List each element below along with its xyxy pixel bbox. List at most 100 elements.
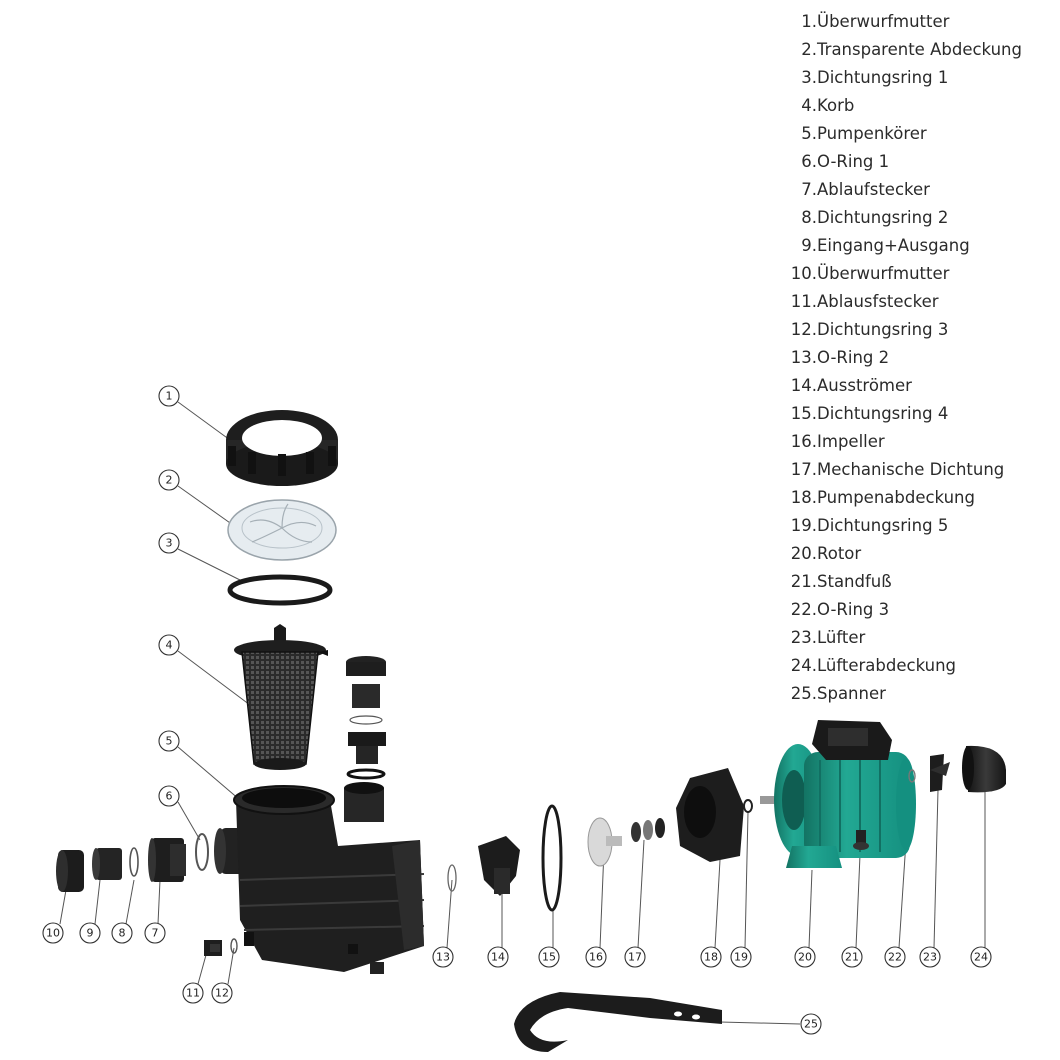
legend-item: 7.Ablaufstecker — [801, 180, 930, 199]
svg-text:10: 10 — [46, 927, 60, 940]
parts-legend: 1.Überwurfmutter 2.Transparente Abdeckun… — [790, 8, 1022, 708]
callout-16: 16 — [585, 946, 607, 968]
o-ring-3-part — [908, 769, 916, 783]
legend-item: 24.Lüfterabdeckung — [790, 656, 957, 675]
legend-item: 9.Eingang+Ausgang — [801, 236, 970, 255]
svg-text:23: 23 — [923, 951, 937, 964]
svg-text:8: 8 — [119, 927, 126, 940]
sealing-ring-4-part — [541, 804, 563, 912]
sealing-ring-5-part — [743, 799, 753, 813]
legend-item: 17.Mechanische Dichtung — [790, 460, 1005, 479]
legend-item: 16.Impeller — [790, 432, 885, 451]
svg-text:17: 17 — [628, 951, 642, 964]
callout-7: 7 — [144, 922, 166, 944]
svg-text:21: 21 — [845, 951, 859, 964]
svg-text:12: 12 — [215, 987, 229, 1000]
legend-item: 25.Spanner — [790, 684, 886, 703]
outlet-fittings-part — [346, 656, 386, 780]
legend-item: 19.Dichtungsring 5 — [790, 516, 949, 535]
drain-plug-2-part — [204, 940, 222, 956]
svg-text:18: 18 — [704, 951, 718, 964]
callout-8: 8 — [111, 922, 133, 944]
basket-part — [234, 624, 328, 770]
svg-text:4: 4 — [166, 639, 173, 652]
drain-plug-part — [148, 838, 186, 882]
leader-lines — [59, 401, 986, 1025]
callout-6: 6 — [158, 785, 180, 807]
callout-21: 21 — [841, 946, 863, 968]
callout-25: 25 — [800, 1013, 822, 1035]
mechanical-seal-part — [631, 818, 665, 842]
impeller-part — [587, 817, 622, 867]
legend-item: 14.Ausströmer — [790, 376, 912, 395]
union-nut-2-part — [56, 850, 84, 892]
svg-text:6: 6 — [166, 790, 173, 803]
svg-text:5: 5 — [166, 735, 173, 748]
inlet-outlet-part — [92, 848, 122, 880]
callout-13: 13 — [432, 946, 454, 968]
callout-3: 3 — [158, 532, 180, 554]
legend-item: 15.Dichtungsring 4 — [790, 404, 949, 423]
callout-5: 5 — [158, 730, 180, 752]
fan-cover-part — [962, 745, 1006, 793]
legend-item: 18.Pumpenabdeckung — [790, 488, 975, 507]
svg-text:13: 13 — [436, 951, 450, 964]
union-nut-part — [226, 410, 338, 486]
legend-item: 3.Dichtungsring 1 — [801, 68, 949, 87]
callout-15: 15 — [538, 946, 560, 968]
stand-foot-part — [853, 830, 869, 850]
sealing-ring-3-part — [230, 938, 238, 954]
legend-item: 10.Überwurfmutter — [790, 264, 950, 283]
transparent-cover-part — [227, 499, 337, 561]
legend-item: 20.Rotor — [790, 544, 862, 563]
sealing-ring-2-part — [129, 847, 139, 877]
o-ring-2-part — [447, 864, 457, 892]
svg-text:7: 7 — [152, 927, 159, 940]
legend-item: 13.O-Ring 2 — [790, 348, 890, 367]
svg-text:19: 19 — [734, 951, 748, 964]
callout-12: 12 — [211, 982, 233, 1004]
callout-9: 9 — [79, 922, 101, 944]
svg-text:16: 16 — [589, 951, 603, 964]
sealing-ring-part — [227, 574, 333, 606]
legend-item: 22.O-Ring 3 — [790, 600, 890, 619]
legend-item: 2.Transparente Abdeckung — [801, 40, 1022, 59]
legend-item: 4.Korb — [801, 96, 855, 115]
svg-text:1: 1 — [166, 390, 173, 403]
svg-text:20: 20 — [798, 951, 812, 964]
svg-text:2: 2 — [166, 474, 173, 487]
svg-text:15: 15 — [542, 951, 556, 964]
callout-20: 20 — [794, 946, 816, 968]
legend-item: 12.Dichtungsring 3 — [790, 320, 949, 339]
svg-text:25: 25 — [804, 1018, 818, 1031]
legend-item: 1.Überwurfmutter — [801, 12, 950, 31]
svg-text:14: 14 — [491, 951, 505, 964]
callout-18: 18 — [700, 946, 722, 968]
callout-23: 23 — [919, 946, 941, 968]
legend-item: 8.Dichtungsring 2 — [801, 208, 949, 227]
callout-24: 24 — [970, 946, 992, 968]
callout-17: 17 — [624, 946, 646, 968]
svg-text:11: 11 — [186, 987, 200, 1000]
callout-11: 11 — [182, 982, 204, 1004]
fan-part — [930, 754, 950, 792]
svg-text:3: 3 — [166, 537, 173, 550]
spanner-part — [514, 992, 722, 1052]
diffuser-part — [478, 836, 520, 896]
svg-text:22: 22 — [888, 951, 902, 964]
callout-4: 4 — [158, 634, 180, 656]
legend-item: 6.O-Ring 1 — [801, 152, 890, 171]
callout-14: 14 — [487, 946, 509, 968]
pump-body-part — [214, 782, 425, 974]
svg-text:24: 24 — [974, 951, 988, 964]
legend-item: 5.Pumpenkörer — [801, 124, 927, 143]
callout-10: 10 — [42, 922, 64, 944]
pump-cover-part — [676, 768, 744, 862]
callout-22: 22 — [884, 946, 906, 968]
callout-19: 19 — [730, 946, 752, 968]
legend-item: 11.Ablausfstecker — [790, 292, 939, 311]
callout-1: 1 — [158, 385, 180, 407]
o-ring-part — [195, 833, 209, 871]
